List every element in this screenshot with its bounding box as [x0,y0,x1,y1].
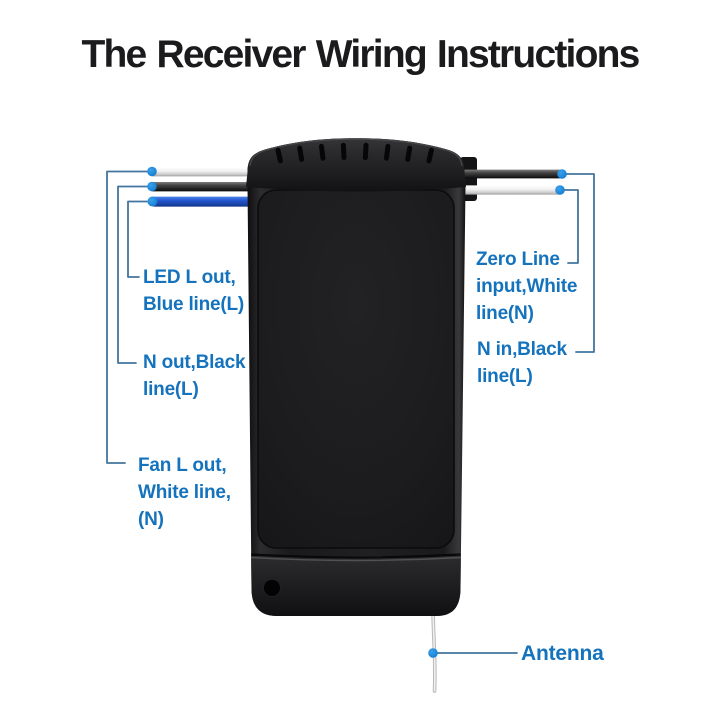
blue-wire-left [149,196,256,207]
label-n-in: N in,Black line(L) [477,336,567,390]
label-led-l-out-line1: LED L out, [143,267,236,288]
dot-white-wire-right [555,185,565,195]
callout-line-zero-line [559,189,579,264]
label-fan-l-out: Fan L out, White line, (N) [138,452,231,533]
label-zero-line-input-line1: Zero Line [476,249,560,270]
label-antenna-line1: Antenna [521,642,604,665]
label-antenna: Antenna [521,640,604,667]
dot-white-wire-left [147,166,157,177]
white-wire-left [148,167,256,177]
device-face-panel [258,190,454,548]
left-wires [148,167,256,207]
label-zero-line-input-line3: line(N) [476,303,534,324]
callout-line-fan-l-out [106,170,153,464]
white-wire-right [458,185,564,195]
mounting-hole [263,579,281,597]
label-n-out-line1: N out,Black [143,352,246,373]
bottom-cap-shadow [251,553,461,559]
label-led-l-out: LED L out, Blue line(L) [143,264,244,318]
receiver-device [246,138,466,616]
dot-black-wire-left [147,181,157,192]
black-wire-right [458,169,566,179]
dot-black-wire-right [557,169,567,179]
label-n-out: N out,Black line(L) [143,349,246,403]
right-wires [458,169,566,195]
label-n-in-line2: line(L) [477,366,533,387]
callout-lines [106,170,595,654]
black-wire-left [148,182,256,192]
callout-dots [147,166,567,658]
label-n-in-line1: N in,Black [477,339,567,360]
cap-top-highlight [249,138,463,167]
label-fan-l-out-line1: Fan L out, [138,455,227,476]
vent-slots [275,142,434,164]
label-fan-l-out-line2: White line, [138,482,231,503]
label-zero-line-input-line2: input,White [476,276,578,297]
label-fan-l-out-line3: (N) [138,509,164,530]
device-bottom-cap [251,556,461,616]
dot-blue-wire-left [147,196,158,207]
bottom-cap-seam [251,556,461,562]
callout-line-n-in [561,173,595,353]
dot-antenna [428,648,438,658]
mounting-hole-rim [262,578,282,598]
callout-line-led-l-out [127,200,153,278]
page-title: The Receiver Wiring Instructions [81,33,640,76]
label-zero-line-input: Zero Line input,White line(N) [476,246,577,327]
callout-line-n-out [117,185,153,364]
label-led-l-out-line2: Blue line(L) [143,294,245,315]
label-n-out-line2: line(L) [143,379,199,400]
